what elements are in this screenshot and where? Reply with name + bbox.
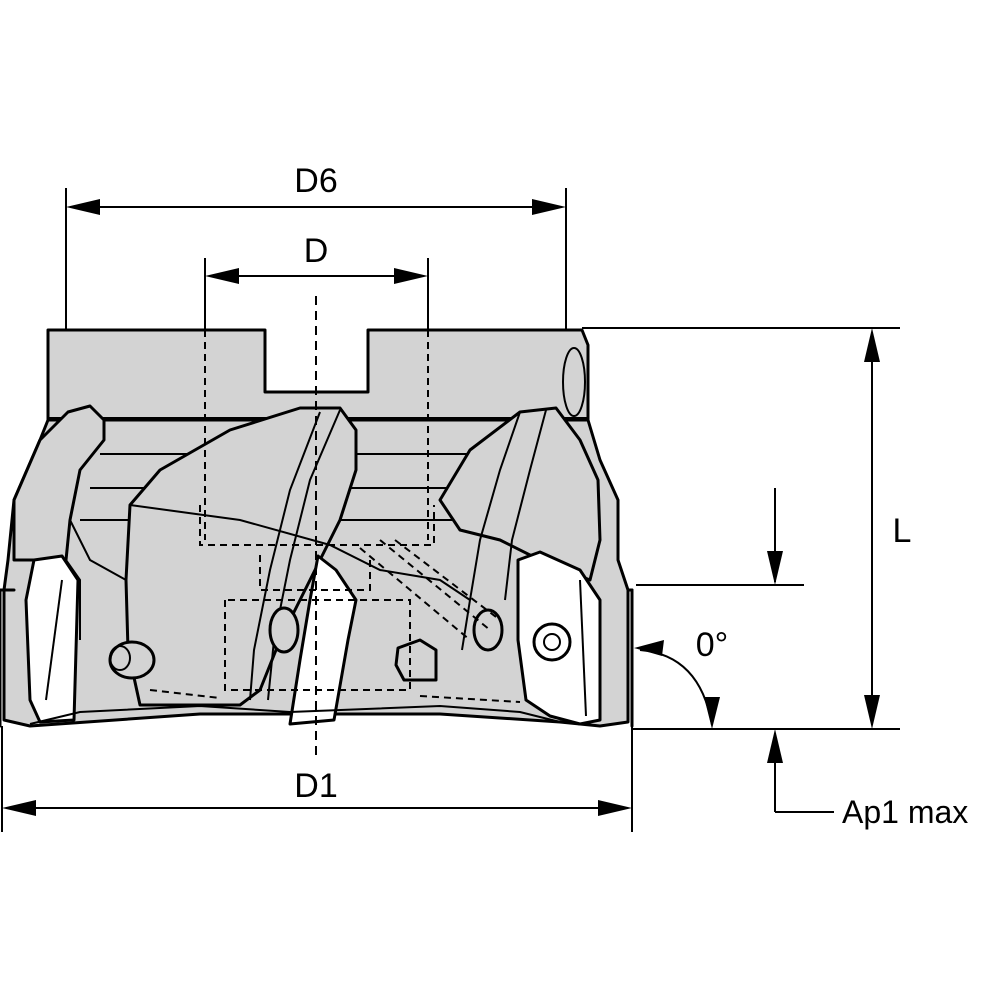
insert-edge <box>579 579 587 717</box>
angle-arrow-bottom <box>704 697 720 729</box>
flute-edge <box>504 409 547 601</box>
insert-left <box>24 554 80 724</box>
flute-edge <box>249 411 321 701</box>
ap1-arrow-top <box>767 551 783 585</box>
d1-label: D1 <box>294 767 337 805</box>
flute-left <box>12 404 106 562</box>
insert-screw <box>532 622 572 662</box>
coolant-hole-right <box>472 608 504 652</box>
coolant-hole-center <box>268 606 300 654</box>
dimension-d1: D1 <box>1 726 633 832</box>
insert-center <box>288 554 358 726</box>
flute-right <box>438 406 602 582</box>
d-label: D <box>304 232 329 270</box>
insert-screw-head <box>543 633 561 651</box>
l-label: L <box>893 512 912 550</box>
d1-arrow-right <box>598 800 632 816</box>
screw-head-center <box>394 638 438 682</box>
bottom-hidden <box>149 689 521 703</box>
bottom-edge <box>29 704 561 725</box>
l-arrow-bottom <box>864 695 880 729</box>
dimension-l: L <box>582 327 912 730</box>
shank-hole <box>562 347 586 417</box>
dimension-ap1: Ap1 max <box>636 488 968 830</box>
angle-annotation: 0° <box>634 626 728 729</box>
insert-edge <box>45 579 63 701</box>
d6-label: D6 <box>294 162 337 200</box>
coolant-hole-left-inner <box>109 645 131 671</box>
d6-arrow-right <box>532 199 566 215</box>
angle-label: 0° <box>696 626 729 664</box>
d-arrow-right <box>394 268 428 284</box>
angle-arrow-left <box>634 640 664 656</box>
dimension-d6: D6 <box>65 162 567 330</box>
flute-edge <box>129 504 471 601</box>
d1-arrow-left <box>2 800 36 816</box>
ap1-arrow-bottom <box>767 729 783 763</box>
d6-arrow-left <box>66 199 100 215</box>
screw-bore-hidden <box>224 599 411 691</box>
d-arrow-left <box>205 268 239 284</box>
coolant-channel-hidden <box>359 539 501 641</box>
flute-edge <box>267 409 341 701</box>
dimension-d: D <box>204 232 429 330</box>
ap1-label: Ap1 max <box>842 794 968 830</box>
flute-edge <box>461 411 521 651</box>
flute-edge <box>69 519 127 581</box>
l-arrow-top <box>864 328 880 362</box>
